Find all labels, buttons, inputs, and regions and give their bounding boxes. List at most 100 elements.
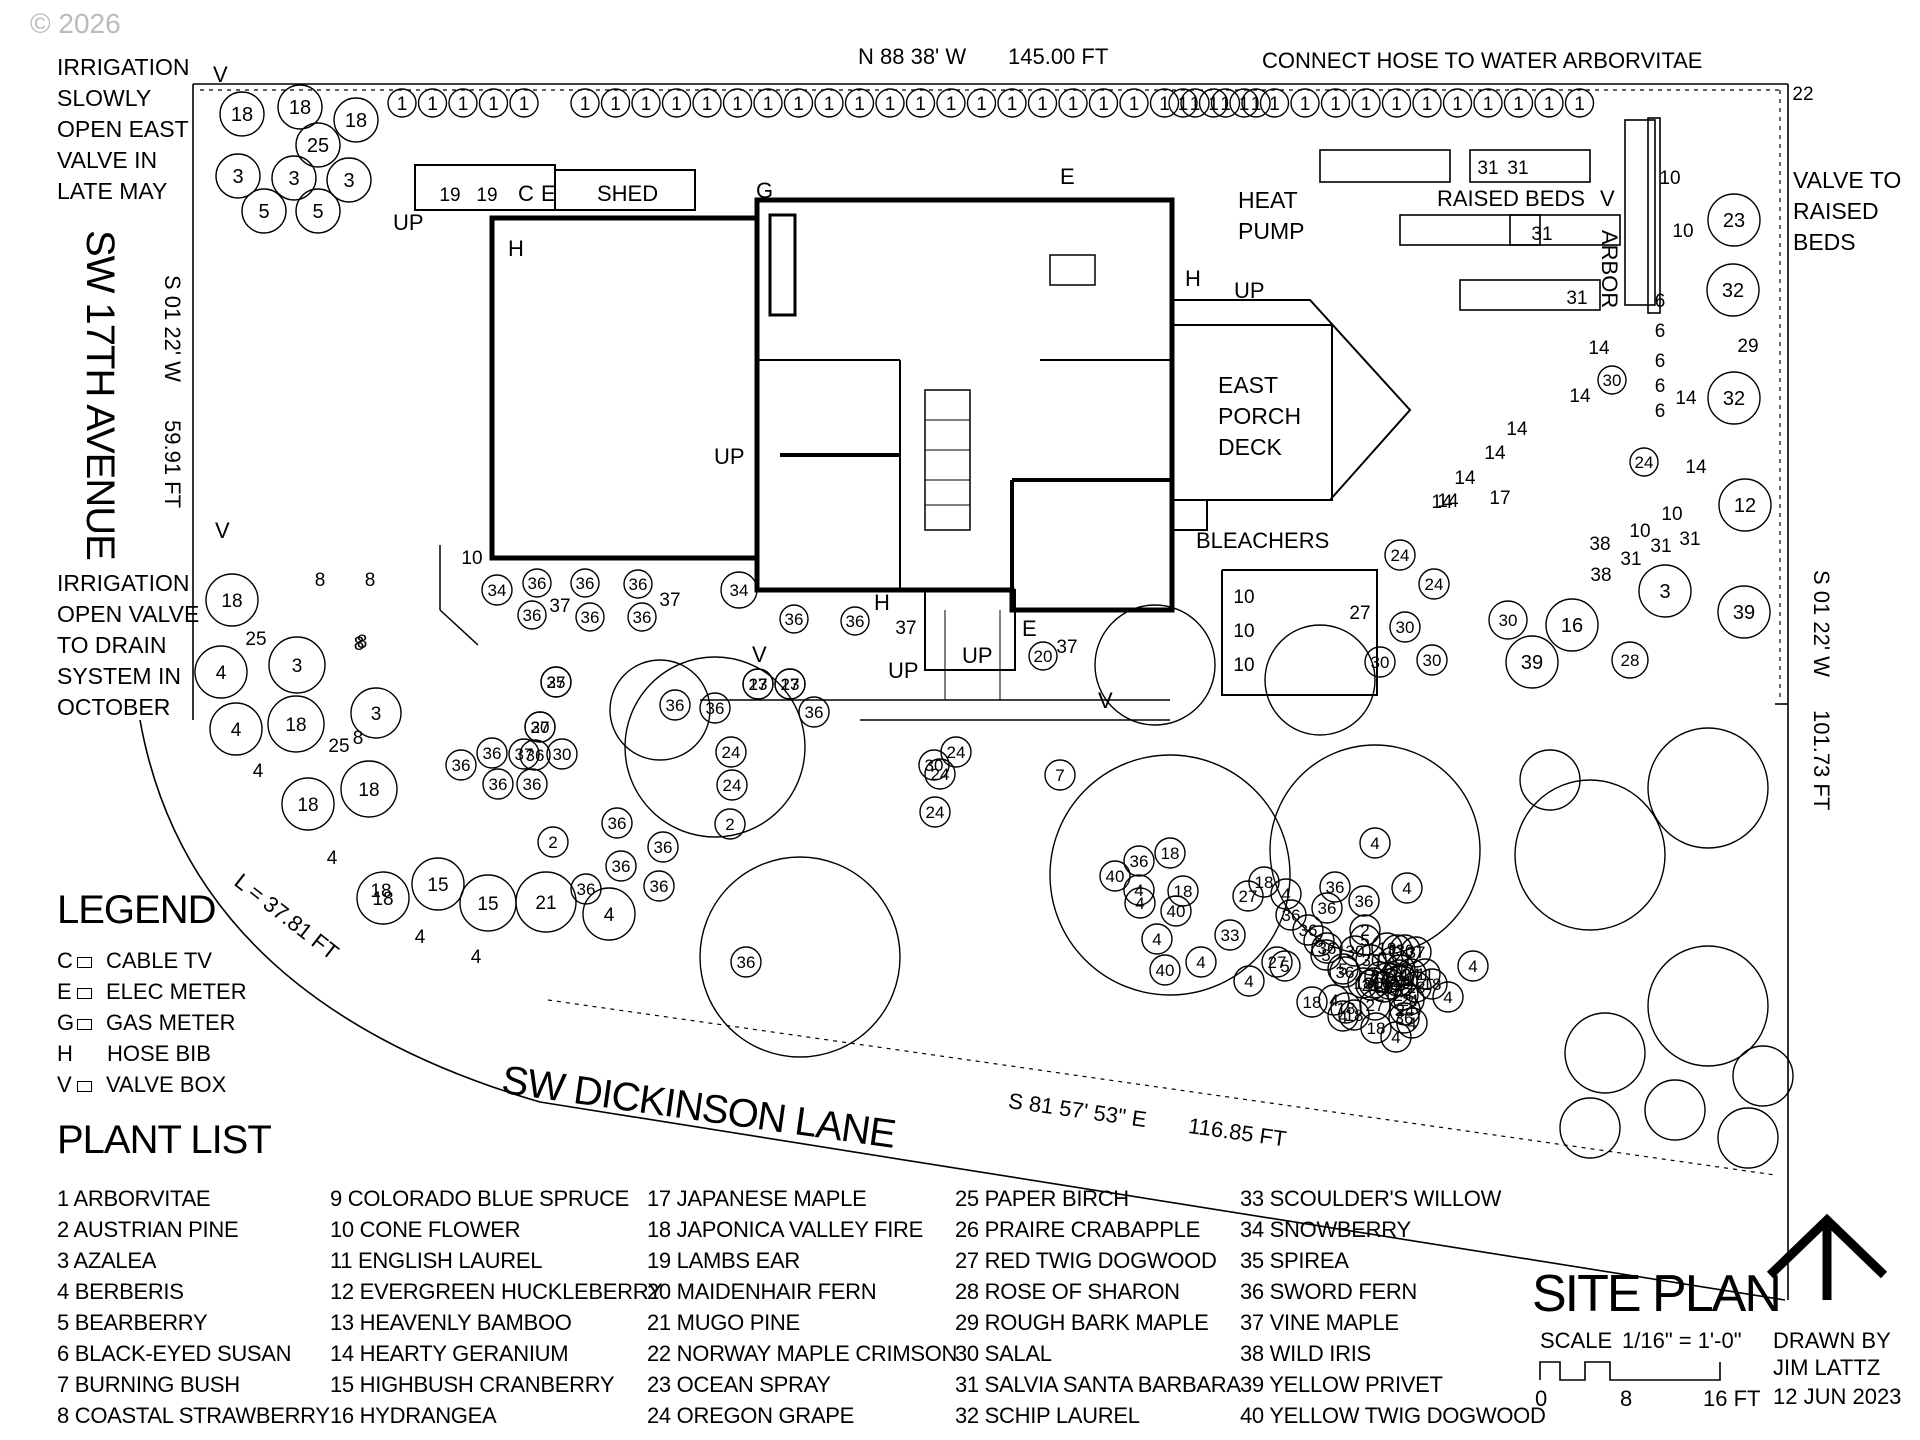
plant-south-yard-number: 4 bbox=[1391, 1028, 1400, 1047]
plant-ne-area: 22 bbox=[1792, 84, 1813, 105]
arborvitae-plant-outline bbox=[1210, 88, 1241, 118]
plant-list-item: 12 EVERGREEN HUCKLEBERRY bbox=[330, 1279, 663, 1304]
plant-south-yard-outline bbox=[516, 768, 548, 800]
plant-canopy-ring-outline bbox=[1514, 779, 1666, 931]
plant-west-yard-number: 3 bbox=[371, 704, 382, 725]
arborvitae-plant-number: 1 bbox=[1330, 94, 1341, 115]
plant-mid-east: 30 bbox=[1364, 646, 1396, 678]
plant-mid-east-number: 10 bbox=[1233, 587, 1254, 608]
plant-south-yard-number: 36 bbox=[1130, 852, 1149, 871]
plant-south-yard-number: 36 bbox=[608, 814, 627, 833]
plant-south-yard: 4 bbox=[1432, 981, 1464, 1013]
plant-west-yard-number: 4 bbox=[471, 947, 482, 968]
plant-mid-east: 14 bbox=[1506, 419, 1528, 440]
arborvitae-plant-number: 1 bbox=[1574, 94, 1585, 115]
plant-south-yard-number: 40 bbox=[1156, 961, 1175, 980]
plant-south-yard: 5 bbox=[1269, 950, 1301, 982]
plant-list-item: 39 YELLOW PRIVET bbox=[1240, 1372, 1443, 1397]
arborvitae-plant-number: 1 bbox=[1239, 94, 1250, 115]
plant-west-yard-number: 3 bbox=[292, 656, 303, 677]
plant-west-yard-number: 8 bbox=[315, 570, 326, 591]
plant-west-yard-outline bbox=[356, 871, 410, 925]
plant-canopy-ring-outline bbox=[609, 659, 711, 761]
plant-south-yard-number: 5 bbox=[1338, 960, 1347, 979]
plant-west-yard: 3 bbox=[268, 636, 326, 694]
plant-south-yard-outline bbox=[1389, 934, 1421, 966]
plant-south-yard: 4 bbox=[1124, 887, 1156, 919]
bleachers-label: BLEACHERS bbox=[1196, 528, 1330, 553]
plant-mid-east: 31 bbox=[1650, 536, 1671, 557]
plant-list-title: PLANT LIST bbox=[57, 1118, 272, 1162]
plant-front-beds: 36 bbox=[517, 600, 547, 630]
plant-mid-east-number: 39 bbox=[1521, 652, 1543, 674]
plant-south-yard: 36 bbox=[1311, 892, 1343, 924]
arborvitae-plant-outline bbox=[783, 88, 814, 118]
arborvitae-plant-number: 1 bbox=[519, 94, 530, 115]
plant-south-yard-number: 40 bbox=[1167, 902, 1186, 921]
plant-front-beds: 37 bbox=[1056, 637, 1077, 658]
plant-south-yard-outline bbox=[1329, 956, 1361, 988]
east-bearing: S 01 22' W bbox=[1809, 570, 1834, 677]
plant-front-beds-outline bbox=[779, 604, 809, 634]
plant-south-yard-number: 36 bbox=[577, 880, 596, 899]
plant-south-yard-outline bbox=[476, 737, 508, 769]
plant-mid-east-outline bbox=[1364, 646, 1396, 678]
plant-front-beds: 36 bbox=[840, 606, 870, 636]
plant-canopy-ring bbox=[1732, 1045, 1794, 1107]
plant-south-yard: 36 bbox=[643, 870, 675, 902]
plant-front-beds: 36 bbox=[623, 569, 653, 599]
plant-list-item: 32 SCHIP LAUREL bbox=[955, 1403, 1140, 1428]
plant-south-yard-outline bbox=[445, 749, 477, 781]
plant-south-yard: 36 bbox=[519, 739, 551, 771]
plant-ne-area: 29 bbox=[1737, 336, 1758, 357]
plant-west-yard-outline bbox=[268, 636, 326, 694]
plant-list-item: 1 ARBORVITAE bbox=[57, 1186, 211, 1211]
plant-ne-area: 14 bbox=[1675, 388, 1697, 409]
plant-west-yard-number: 18 bbox=[285, 715, 306, 736]
plant-south-yard-outline bbox=[1381, 934, 1413, 966]
plant-south-yard-number: 2 bbox=[1360, 921, 1369, 940]
plant-south-yard-outline bbox=[716, 769, 748, 801]
plant-south-yard-number: 11 bbox=[1388, 941, 1406, 960]
plant-list-item: 13 HEAVENLY BAMBOO bbox=[330, 1310, 572, 1335]
property-boundary bbox=[139, 83, 1789, 1301]
arborvitae-plant: 1 bbox=[1168, 88, 1198, 118]
plant-south-yard-number: 4 bbox=[1135, 894, 1144, 913]
plant-south-yard-number: 30 bbox=[531, 718, 550, 737]
plant-south-yard: 36 bbox=[659, 689, 691, 721]
arborvitae-plant-outline bbox=[692, 88, 722, 118]
plant-south-yard-number: 4 bbox=[1443, 988, 1452, 1007]
plant-ne-area: 6 bbox=[1655, 351, 1666, 372]
plant-ne-area: 10 bbox=[1672, 221, 1693, 242]
plant-west-yard-number: 18 bbox=[370, 881, 391, 902]
plant-south-yard-number: 18 bbox=[1345, 1006, 1364, 1025]
plant-south-yard: 37 bbox=[508, 738, 540, 770]
plant-south-yard-number: 36 bbox=[706, 699, 725, 718]
plant-mid-east-number: 17 bbox=[1489, 488, 1510, 509]
up-label: UP bbox=[1234, 278, 1265, 303]
plant-south-yard: 7 bbox=[1044, 759, 1076, 791]
plant-south-yard-outline bbox=[1303, 925, 1335, 957]
plant-south-yard: 36 bbox=[1329, 956, 1361, 988]
legend-key: G bbox=[57, 1010, 75, 1035]
legend-key: E bbox=[57, 979, 72, 1004]
plant-south-yard-number: 30 bbox=[1396, 941, 1415, 960]
arborvitae-plant-outline bbox=[1168, 88, 1198, 118]
plant-mid-east-number: 10 bbox=[1629, 521, 1650, 542]
plant-list-item: 15 HIGHBUSH CRANBERRY bbox=[330, 1372, 615, 1397]
plant-south-yard-outline bbox=[1432, 981, 1464, 1013]
arborvitae-plant-number: 1 bbox=[427, 94, 438, 115]
plant-front-beds-outline bbox=[720, 571, 758, 609]
plant-south-yard-outline bbox=[1311, 892, 1343, 924]
arborvitae-plant-number: 1 bbox=[1129, 94, 1140, 115]
plant-south-yard-outline bbox=[1349, 924, 1381, 956]
plant-south-yard-number: 24 bbox=[722, 743, 741, 762]
plant-south-yard-outline bbox=[798, 696, 830, 728]
arborvitae-plant-outline bbox=[875, 88, 905, 118]
plant-mid-east-number: 14 bbox=[1454, 468, 1476, 489]
arborvitae-plant-outline bbox=[1534, 88, 1564, 118]
arborvitae-plant-outline bbox=[936, 88, 966, 118]
valve-box-label: V bbox=[752, 642, 767, 667]
plant-south-yard-outline bbox=[1141, 923, 1173, 955]
